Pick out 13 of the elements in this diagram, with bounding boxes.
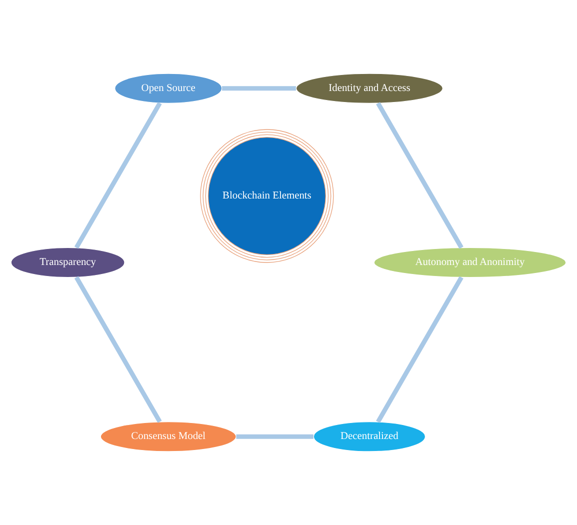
connector bbox=[74, 102, 162, 249]
node-ellipse: Decentralized bbox=[313, 421, 426, 452]
node-ellipse: Transparency bbox=[10, 247, 125, 278]
node-circle: Blockchain Elements bbox=[200, 129, 334, 263]
connector bbox=[236, 434, 314, 439]
connector bbox=[376, 102, 464, 249]
node-ellipse: Consensus Model bbox=[100, 421, 236, 452]
connector bbox=[376, 276, 464, 423]
connector bbox=[222, 86, 296, 91]
connector bbox=[74, 276, 162, 423]
node-ellipse: Identity and Access bbox=[296, 73, 444, 104]
node-ellipse: Open Source bbox=[114, 73, 222, 104]
node-ellipse: Autonomy and Anonimity bbox=[374, 247, 566, 278]
